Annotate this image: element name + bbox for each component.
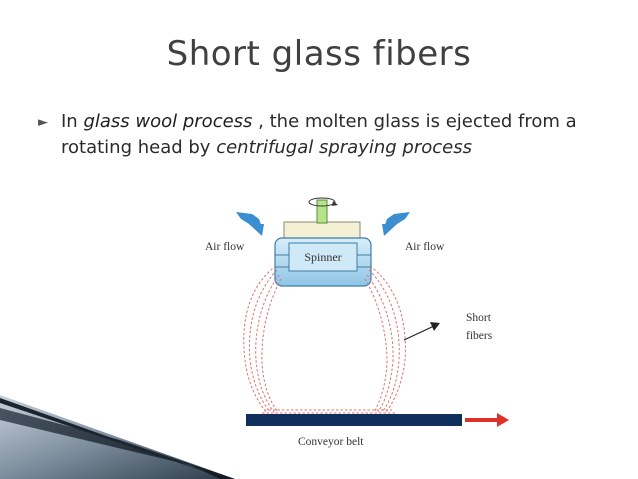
bullet-text-part1: In (61, 111, 84, 132)
bullet-term-centrifugal: centrifugal spraying process (216, 137, 472, 158)
short-fibers-label-line1: Short (466, 312, 492, 324)
bullet-text-part2: , the molten glass is ejected from a rot… (61, 111, 577, 158)
bullet-text: In glass wool process , the molten glass… (61, 109, 598, 161)
conveyor-arrow-shaft (465, 418, 499, 422)
spinner-inner (288, 242, 358, 272)
air-flow-right-label: Air flow (405, 241, 445, 253)
fiber-stream-left (261, 278, 282, 413)
air-flow-right-arrowhead-icon (382, 224, 397, 236)
conveyor-arrowhead-icon (497, 413, 509, 427)
fiber-stream-left (248, 269, 278, 413)
feed-tube (316, 199, 328, 224)
rotation-arrowhead-icon (332, 201, 338, 206)
short-fibers-pointer-line (403, 325, 435, 341)
bullet-arrow-icon: ► (38, 115, 48, 130)
fiber-stream-left (255, 274, 280, 413)
fiber-streams (243, 265, 406, 414)
conveyor-belt (246, 414, 462, 426)
fiber-stream-right (366, 274, 394, 413)
fiber-stream-right (369, 265, 406, 413)
fiber-stream-right (364, 278, 388, 413)
bullet-term-glass-wool: glass wool process (83, 111, 253, 132)
air-flow-left-label: Air flow (205, 241, 245, 253)
air-flow-left-arrowhead-icon (249, 224, 264, 236)
corner-wedge-stripe (0, 398, 210, 473)
spinner-cap (283, 221, 361, 239)
page-title: Short glass fibers (166, 34, 472, 74)
short-fibers-label-line2: fibers (466, 330, 493, 342)
fiber-stream-right (368, 269, 400, 413)
spinner-label: Spinner (304, 250, 341, 264)
rotation-arrow-icon (308, 197, 336, 207)
bullet-paragraph: ► In glass wool process , the molten gla… (38, 109, 598, 161)
corner-wedge-light (0, 395, 235, 479)
fiber-stream-left (243, 265, 277, 413)
conveyor-belt-label: Conveyor belt (298, 436, 364, 448)
short-fibers-arrowhead-icon (430, 322, 440, 331)
